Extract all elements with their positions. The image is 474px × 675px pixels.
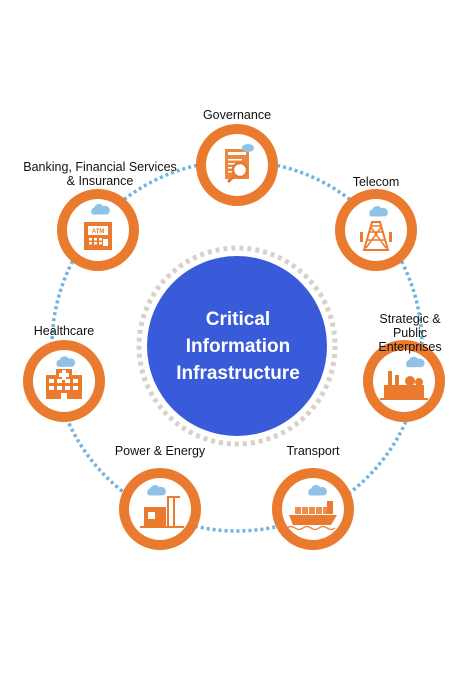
node-inner-circle [345,199,407,261]
node-1 [335,189,417,271]
node-6: ATM [57,189,139,271]
nodes-layer: ATM [23,124,445,550]
document-search-icon [225,144,254,184]
label-governance: Governance [202,108,272,122]
cargo-ship-icon [286,485,337,531]
label-transport: Transport [286,444,340,458]
label-strategic-public-enterprises: Strategic & Public Enterprises [378,312,442,354]
label-banking-financial-insurance: Banking, Financial Services & Insurance [23,160,177,188]
node-4 [119,468,201,550]
center-title: Critical Information Infrastructure [176,308,300,384]
industrial-plant-icon [380,356,428,400]
hospital-icon [46,356,82,399]
power-plant-icon [140,485,184,528]
label-healthcare: Healthcare [33,324,95,338]
svg-text:ATM: ATM [92,229,105,235]
cell-tower-icon [360,206,392,251]
node-3 [272,468,354,550]
node-2 [363,340,445,422]
node-5 [23,340,105,422]
inner-ring [136,245,338,447]
label-telecom: Telecom [352,175,400,189]
center-circle [147,256,327,436]
atm-icon: ATM [84,204,112,250]
label-power-energy: Power & Energy [114,444,206,458]
node-0 [196,124,278,206]
node-inner-circle [373,350,435,412]
